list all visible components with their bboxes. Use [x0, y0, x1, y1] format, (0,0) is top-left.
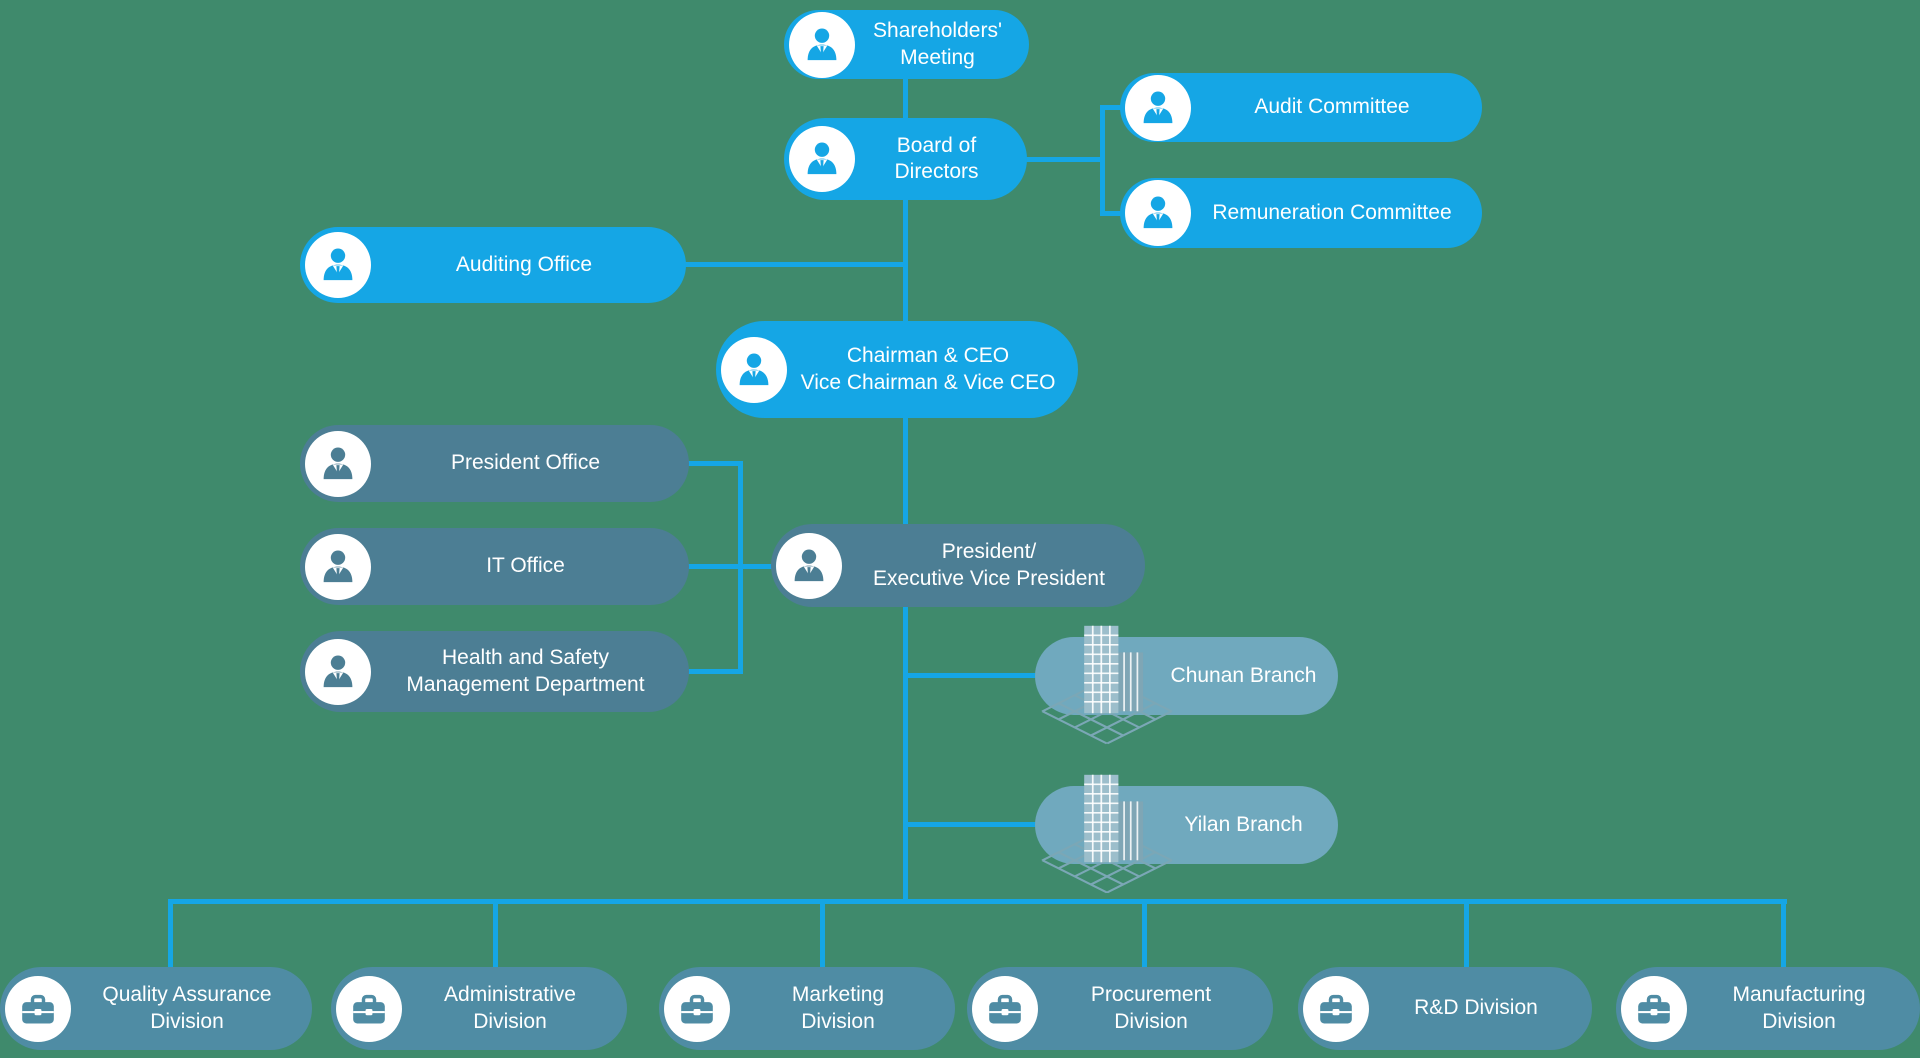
org-node-chairman-ceo: Chairman & CEO Vice Chairman & Vice CEO	[716, 321, 1078, 418]
connector-line	[1100, 105, 1105, 216]
briefcase-icon	[336, 975, 402, 1042]
node-label: IT Office	[486, 554, 565, 578]
connector-line	[660, 669, 743, 674]
connector-line	[171, 899, 1787, 904]
org-node-president-evp: President/ Executive Vice President	[771, 524, 1145, 607]
building-icon	[1031, 758, 1183, 898]
building-icon	[1031, 609, 1183, 749]
person-icon	[721, 336, 787, 403]
node-label: Procurement Division	[1090, 983, 1212, 1033]
connector-line	[1000, 157, 1104, 162]
org-node-quality-assurance-division: Quality Assurance Division	[0, 967, 312, 1050]
person-icon	[1125, 180, 1191, 246]
briefcase-icon	[972, 975, 1038, 1042]
person-icon	[776, 532, 842, 599]
person-icon	[1125, 74, 1191, 141]
node-label: Health and Safety Management Department	[406, 646, 645, 696]
node-label: Shareholders' Meeting	[873, 19, 1002, 69]
node-label: Marketing Division	[791, 983, 885, 1033]
node-label: Manufacturing Division	[1732, 983, 1866, 1033]
node-label: Remuneration Committee	[1212, 200, 1452, 224]
connector-line	[906, 822, 1068, 827]
org-node-president-office: President Office	[300, 425, 689, 502]
person-icon	[305, 638, 371, 705]
node-label: Chunan Branch	[1170, 663, 1317, 687]
org-node-audit-committee: Audit Committee	[1120, 73, 1482, 142]
connector-line	[660, 461, 743, 466]
org-node-manufacturing-division: Manufacturing Division	[1616, 967, 1920, 1050]
briefcase-icon	[1621, 975, 1687, 1042]
briefcase-icon	[5, 975, 71, 1042]
node-label: R&D Division	[1414, 996, 1538, 1020]
node-label: Audit Committee	[1254, 95, 1410, 119]
person-icon	[305, 430, 371, 497]
connector-line	[903, 40, 908, 904]
org-node-board-of-directors: Board of Directors	[784, 118, 1027, 200]
node-label: Administrative Division	[444, 983, 576, 1033]
person-icon	[305, 232, 371, 298]
org-node-marketing-division: Marketing Division	[659, 967, 955, 1050]
person-icon	[789, 11, 855, 78]
org-node-it-office: IT Office	[300, 528, 689, 605]
person-icon	[305, 533, 371, 600]
node-label: Board of Directors	[894, 133, 979, 183]
org-node-auditing-office: Auditing Office	[300, 227, 686, 303]
org-node-procurement-division: Procurement Division	[967, 967, 1273, 1050]
connector-line	[493, 899, 498, 969]
connector-line	[906, 673, 1068, 678]
org-node-health-safety-department: Health and Safety Management Department	[300, 631, 689, 712]
node-label: President Office	[450, 451, 601, 475]
org-node-yilan-branch: Yilan Branch	[1035, 774, 1338, 894]
person-icon	[789, 126, 855, 192]
briefcase-icon	[1303, 975, 1369, 1042]
connector-line	[168, 899, 173, 969]
org-node-remuneration-committee: Remuneration Committee	[1120, 178, 1482, 248]
briefcase-icon	[664, 975, 730, 1042]
org-node-shareholders-meeting: Shareholders' Meeting	[784, 10, 1029, 79]
org-node-administrative-division: Administrative Division	[331, 967, 627, 1050]
node-label: Quality Assurance Division	[102, 983, 272, 1033]
connector-line	[820, 899, 825, 969]
node-label: Yilan Branch	[1184, 812, 1303, 836]
connector-line	[660, 564, 805, 569]
org-node-chunan-branch: Chunan Branch	[1035, 625, 1338, 745]
connector-line	[650, 262, 908, 267]
node-label: Auditing Office	[455, 252, 593, 276]
connector-line	[1781, 899, 1786, 969]
node-label: President/ Executive Vice President	[873, 540, 1105, 590]
node-label: Chairman & CEO Vice Chairman & Vice CEO	[800, 344, 1056, 394]
connector-line	[1464, 899, 1469, 969]
connector-line	[1142, 899, 1147, 969]
org-node-rd-division: R&D Division	[1298, 967, 1592, 1050]
